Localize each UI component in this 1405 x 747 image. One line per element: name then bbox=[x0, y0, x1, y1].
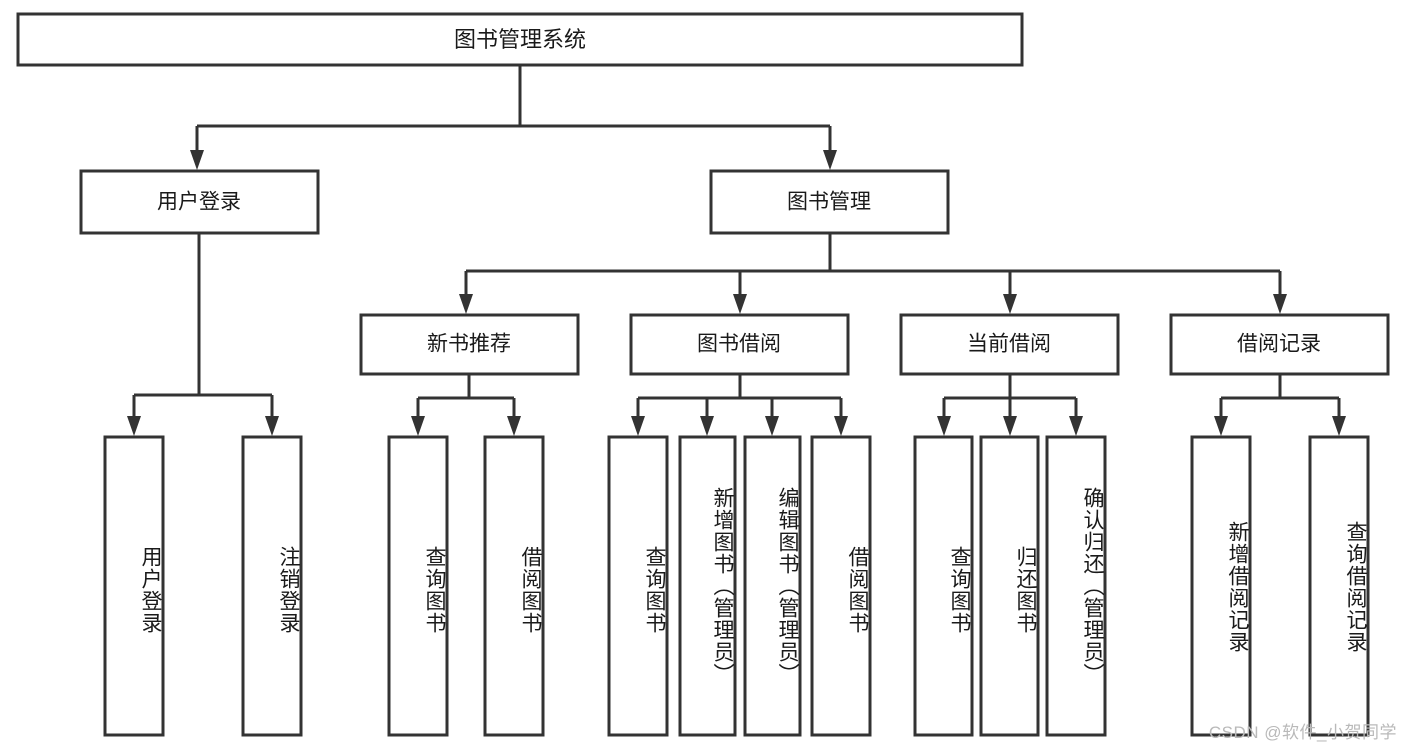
arrow-head-leaf-user-login bbox=[127, 416, 141, 436]
node-borrow-record-label: 借阅记录 bbox=[1237, 333, 1321, 356]
leaf-add-book-box[interactable] bbox=[678, 435, 737, 737]
node-user-login-box[interactable] bbox=[79, 169, 320, 235]
node-root-box[interactable] bbox=[16, 12, 1024, 67]
node-book-management-box[interactable] bbox=[709, 169, 950, 235]
node-book-borrow-label: 图书借阅 bbox=[697, 333, 781, 356]
node-user-login-label: 用户登录 bbox=[157, 191, 241, 214]
node-current-borrow-label: 当前借阅 bbox=[967, 333, 1051, 356]
node-root[interactable]: 图书管理系统 bbox=[16, 12, 1024, 67]
connectors bbox=[127, 66, 1346, 436]
node-current-borrow[interactable]: 当前借阅 bbox=[899, 313, 1120, 376]
arrow-head-leaf-query-book-1 bbox=[411, 416, 425, 436]
arrow-head-leaf-edit-book bbox=[765, 416, 779, 436]
node-new-book-recommend[interactable]: 新书推荐 bbox=[359, 313, 580, 376]
arrow-head-leaf-return-book bbox=[1003, 416, 1017, 436]
node-root-label: 图书管理系统 bbox=[454, 27, 586, 52]
leaf-edit-book-box[interactable] bbox=[743, 435, 802, 737]
leaf-borrow-book-2-box[interactable] bbox=[810, 435, 872, 737]
arrow-head-borrow-record bbox=[1273, 294, 1287, 314]
node-new-book-recommend-label: 新书推荐 bbox=[427, 333, 511, 356]
node-current-borrow-box[interactable] bbox=[899, 313, 1120, 376]
leaf-confirm-return-box[interactable] bbox=[1045, 435, 1107, 737]
arrow-head-leaf-add-record bbox=[1214, 416, 1228, 436]
arrow-head-leaf-query-book-2 bbox=[631, 416, 645, 436]
arrow-head-new-book-recommend bbox=[459, 294, 473, 314]
leaf-borrow-book-1-box[interactable] bbox=[483, 435, 545, 737]
arrow-head-leaf-logout bbox=[265, 416, 279, 436]
arrow-head-leaf-borrow-book-2 bbox=[834, 416, 848, 436]
arrow-head-book-borrow bbox=[733, 294, 747, 314]
arrow-head-book-management bbox=[823, 150, 837, 170]
leaf-logout-box[interactable] bbox=[241, 435, 303, 737]
leaf-return-book-box[interactable] bbox=[979, 435, 1040, 737]
csdn-watermark: CSDN @软件_小贺同学 bbox=[1208, 723, 1397, 742]
node-borrow-record[interactable]: 借阅记录 bbox=[1169, 313, 1390, 376]
arrow-head-current-borrow bbox=[1003, 294, 1017, 314]
node-book-management[interactable]: 图书管理 bbox=[709, 169, 950, 235]
arrow-head-leaf-borrow-book-1 bbox=[507, 416, 521, 436]
leaf-nodes bbox=[103, 435, 1370, 737]
leaf-add-record-box[interactable] bbox=[1190, 435, 1252, 737]
leaf-query-record-box[interactable] bbox=[1308, 435, 1370, 737]
leaf-query-book-1-box[interactable] bbox=[387, 435, 449, 737]
node-new-book-recommend-box[interactable] bbox=[359, 313, 580, 376]
node-borrow-record-box[interactable] bbox=[1169, 313, 1390, 376]
arrow-head-leaf-add-book bbox=[700, 416, 714, 436]
arrow-head-user-login bbox=[190, 150, 204, 170]
node-book-borrow[interactable]: 图书借阅 bbox=[629, 313, 850, 376]
arrow-head-leaf-confirm-return bbox=[1069, 416, 1083, 436]
arrow-head-leaf-query-record bbox=[1332, 416, 1346, 436]
leaf-user-login-box[interactable] bbox=[103, 435, 165, 737]
node-book-borrow-box[interactable] bbox=[629, 313, 850, 376]
leaf-query-book-3-box[interactable] bbox=[913, 435, 974, 737]
arrow-head-leaf-query-book-3 bbox=[937, 416, 951, 436]
node-user-login[interactable]: 用户登录 bbox=[79, 169, 320, 235]
leaf-query-book-2-box[interactable] bbox=[607, 435, 669, 737]
node-book-management-label: 图书管理 bbox=[787, 191, 871, 214]
